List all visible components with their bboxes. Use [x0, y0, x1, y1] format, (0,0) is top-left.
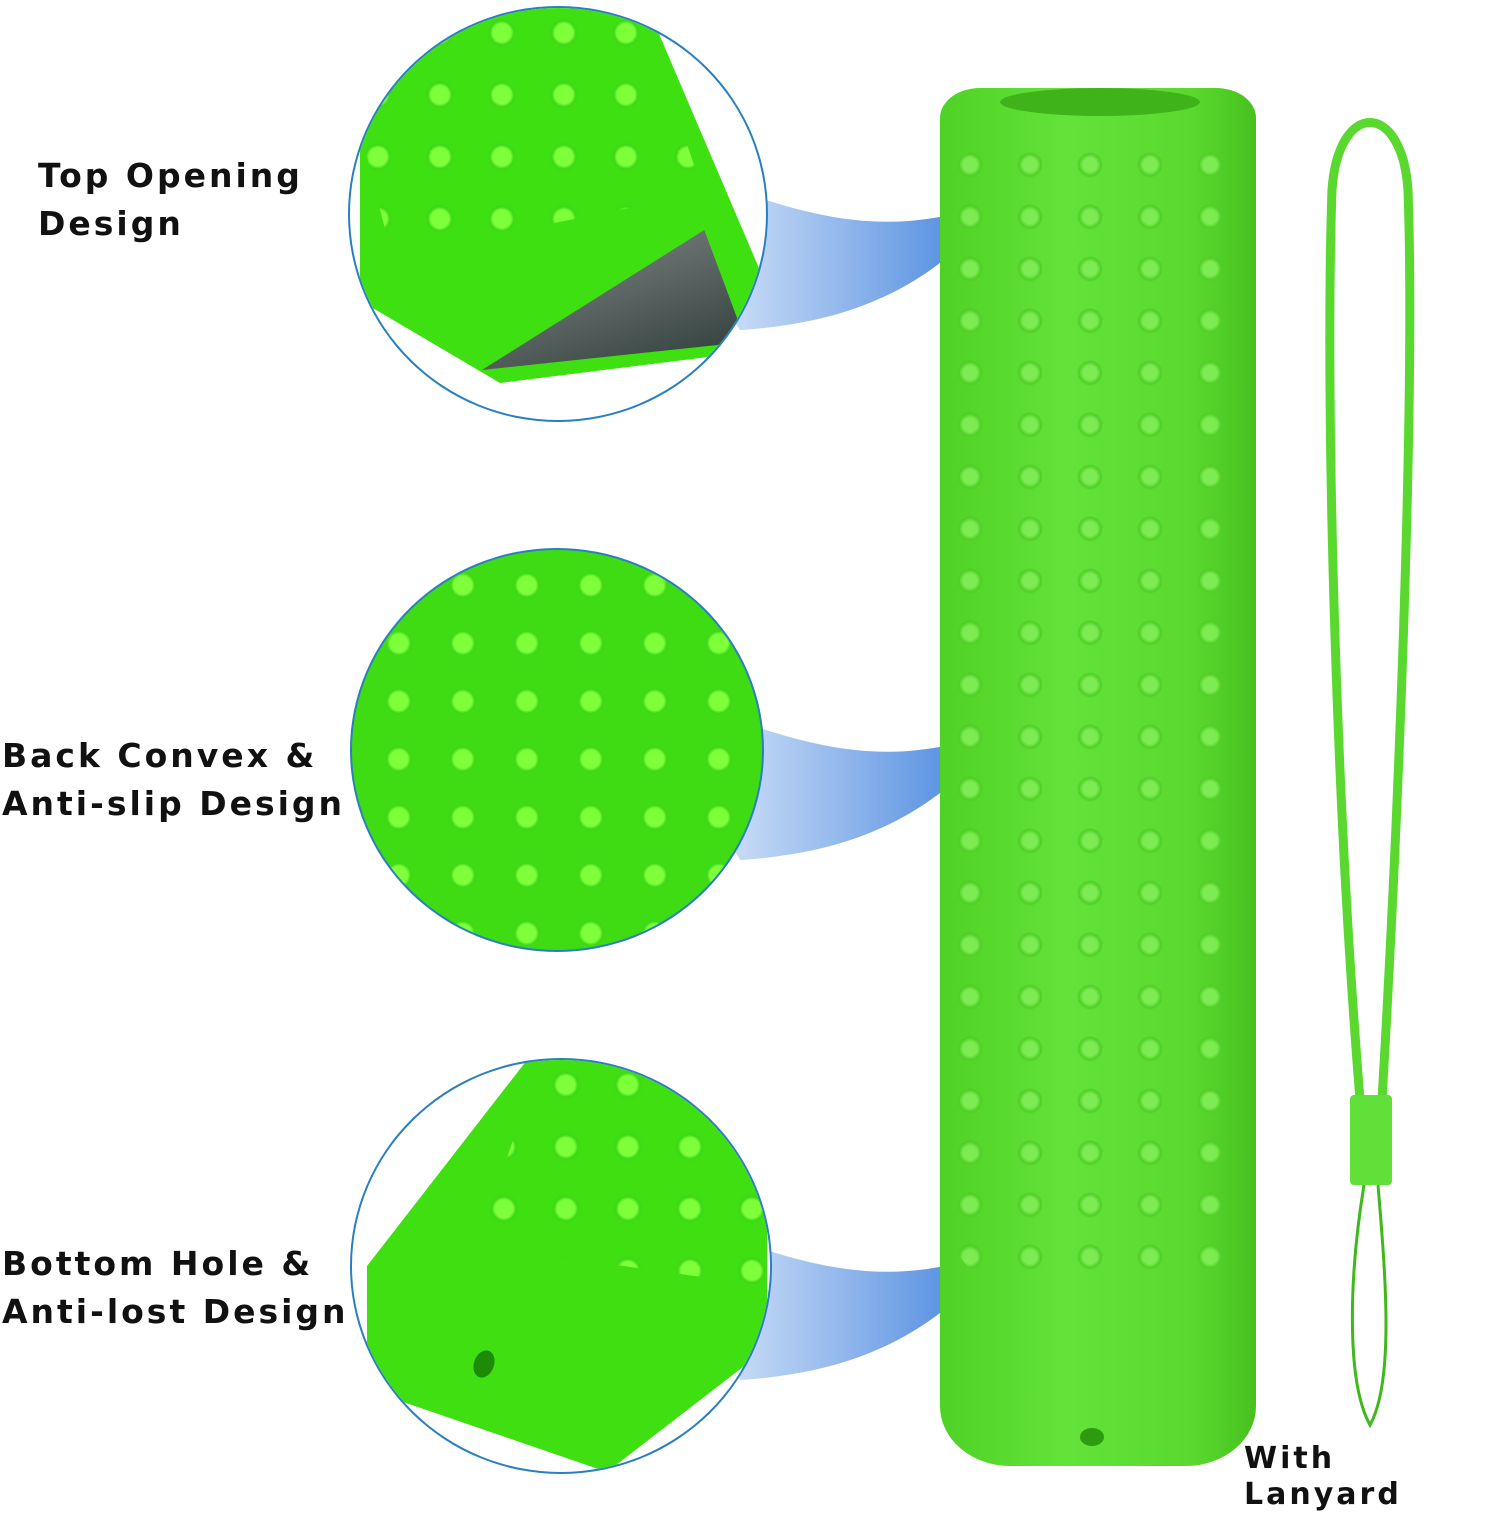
texture-dots — [352, 550, 762, 950]
lanyard — [1325, 118, 1415, 1429]
callout-label-top-opening: Top Opening Design — [38, 152, 303, 248]
callout-label-line: Bottom Hole & — [2, 1244, 314, 1283]
callout-label-back-convex: Back Convex & Anti-slip Design — [2, 732, 345, 828]
callout-label-bottom-hole: Bottom Hole & Anti-lost Design — [2, 1240, 349, 1336]
callout-label-line: Anti-slip Design — [2, 784, 346, 823]
callout-label-line: Back Convex & — [2, 736, 318, 775]
detail-circle-back-convex — [350, 548, 764, 952]
remote-cover — [940, 88, 1256, 1466]
callout-label-line: Design — [38, 204, 184, 243]
texture-dots — [950, 148, 1246, 1286]
callout-label-line: Anti-lost Design — [2, 1292, 349, 1331]
bottom-hole — [1080, 1428, 1104, 1446]
lanyard-clasp — [1350, 1095, 1392, 1185]
lanyard-label: With Lanyard — [1244, 1441, 1402, 1512]
top-opening — [1000, 88, 1200, 116]
detail-circle-bottom-hole — [350, 1058, 772, 1474]
detail-circle-top-opening — [348, 6, 768, 422]
callout-label-line: Top Opening — [38, 156, 303, 195]
